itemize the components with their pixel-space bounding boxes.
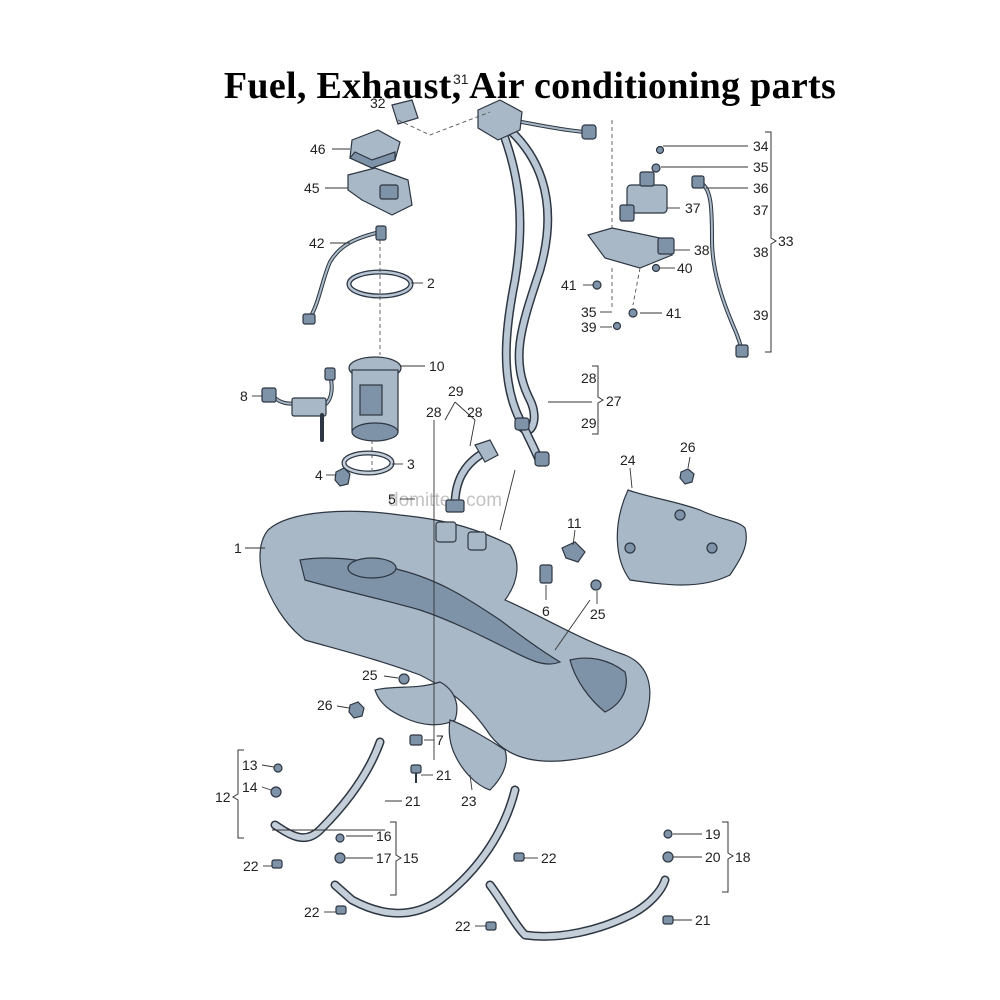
label-25-right: 25 bbox=[590, 606, 606, 622]
nut-part-26b bbox=[348, 701, 365, 719]
label-22-left: 22 bbox=[243, 858, 259, 874]
label-40: 40 bbox=[677, 260, 693, 276]
tank-strap-18 bbox=[485, 875, 670, 941]
label-28-left: 28 bbox=[426, 404, 442, 420]
label-27: 27 bbox=[606, 393, 622, 409]
label-12: 12 bbox=[215, 789, 231, 805]
clip-part-32 bbox=[391, 99, 419, 125]
label-29-top: 29 bbox=[448, 383, 464, 399]
label-4: 4 bbox=[315, 467, 323, 483]
label-38-right: 38 bbox=[753, 244, 769, 260]
label-1: 1 bbox=[234, 540, 242, 556]
label-21-left: 21 bbox=[405, 793, 421, 809]
vent-pipe-part-29 bbox=[445, 439, 499, 513]
label-36: 36 bbox=[753, 180, 769, 196]
label-42: 42 bbox=[309, 235, 325, 251]
label-34: 34 bbox=[753, 138, 769, 154]
lower-heat-shield bbox=[374, 681, 458, 726]
tank-strap-15 bbox=[330, 785, 520, 918]
clip-part-11 bbox=[561, 541, 586, 563]
label-21-right: 21 bbox=[695, 912, 711, 928]
label-29-brace: 29 bbox=[581, 415, 597, 431]
nut-part-4 bbox=[334, 467, 351, 487]
label-39-lower: 39 bbox=[581, 319, 597, 335]
label-14: 14 bbox=[242, 779, 258, 795]
label-3: 3 bbox=[407, 456, 415, 472]
label-39-right: 39 bbox=[753, 307, 769, 323]
label-24: 24 bbox=[620, 452, 636, 468]
label-16: 16 bbox=[376, 828, 392, 844]
fuel-pump-module-part-10 bbox=[348, 356, 402, 442]
label-17: 17 bbox=[376, 850, 392, 866]
label-5: 5 bbox=[388, 491, 396, 507]
nut-part-26a bbox=[679, 468, 695, 485]
label-13: 13 bbox=[242, 757, 258, 773]
label-15: 15 bbox=[403, 850, 419, 866]
label-28-brace: 28 bbox=[581, 370, 597, 386]
label-21-mid: 21 bbox=[436, 767, 452, 783]
cover-part-46 bbox=[349, 129, 401, 169]
seal-ring-part-3 bbox=[341, 450, 395, 476]
label-35-lower: 35 bbox=[581, 304, 597, 320]
label-41-right: 41 bbox=[666, 305, 682, 321]
label-8: 8 bbox=[240, 388, 248, 404]
wiring-part-8 bbox=[261, 367, 336, 442]
label-18: 18 bbox=[735, 849, 751, 865]
fuel-tank-part-1 bbox=[259, 510, 651, 762]
label-7: 7 bbox=[436, 732, 444, 748]
label-28-right: 28 bbox=[467, 404, 483, 420]
watermark: domitten.com bbox=[388, 490, 503, 511]
label-23: 23 bbox=[461, 793, 477, 809]
bracket-part-23 bbox=[448, 719, 507, 791]
ac-valve-assembly-part-33 bbox=[587, 145, 749, 358]
label-46: 46 bbox=[310, 141, 326, 157]
label-25-lower: 25 bbox=[362, 667, 378, 683]
label-22-mid: 22 bbox=[304, 904, 320, 920]
label-31: 31 bbox=[453, 71, 469, 87]
label-20: 20 bbox=[705, 849, 721, 865]
bolt-part-21a bbox=[410, 764, 422, 783]
leader-lines bbox=[245, 145, 748, 927]
filler-neck-pipe bbox=[477, 99, 597, 467]
label-26-top: 26 bbox=[680, 439, 696, 455]
label-45: 45 bbox=[304, 180, 320, 196]
label-19: 19 bbox=[705, 826, 721, 842]
label-22-bottom: 22 bbox=[455, 918, 471, 934]
label-10: 10 bbox=[429, 358, 445, 374]
label-6: 6 bbox=[542, 603, 550, 619]
clip-part-6 bbox=[539, 564, 553, 584]
label-33: 33 bbox=[778, 233, 794, 249]
nut-part-25a bbox=[590, 579, 602, 591]
label-32: 32 bbox=[370, 95, 386, 111]
braces bbox=[232, 131, 777, 896]
label-38-left: 38 bbox=[694, 242, 710, 258]
page-title: Fuel, Exhaust, Air conditioning parts bbox=[223, 65, 837, 107]
strap-hardware bbox=[270, 763, 674, 931]
callout-labels: 31 32 46 45 42 2 10 8 3 4 5 1 29 28 28 2… bbox=[215, 71, 794, 934]
label-11: 11 bbox=[567, 515, 582, 531]
label-2: 2 bbox=[427, 275, 435, 291]
label-22-right: 22 bbox=[541, 850, 557, 866]
bolt-part-7 bbox=[409, 734, 423, 746]
tank-strap-12 bbox=[270, 737, 385, 843]
nut-part-25b bbox=[398, 673, 410, 685]
label-41-left: 41 bbox=[561, 277, 577, 293]
hose-part-42 bbox=[302, 225, 387, 325]
label-26-lower: 26 bbox=[317, 697, 333, 713]
label-37-left: 37 bbox=[685, 200, 701, 216]
housing-part-45 bbox=[347, 167, 413, 216]
label-37-right: 37 bbox=[753, 202, 769, 218]
label-35-top: 35 bbox=[753, 159, 769, 175]
heat-shield-part-24 bbox=[616, 489, 747, 586]
